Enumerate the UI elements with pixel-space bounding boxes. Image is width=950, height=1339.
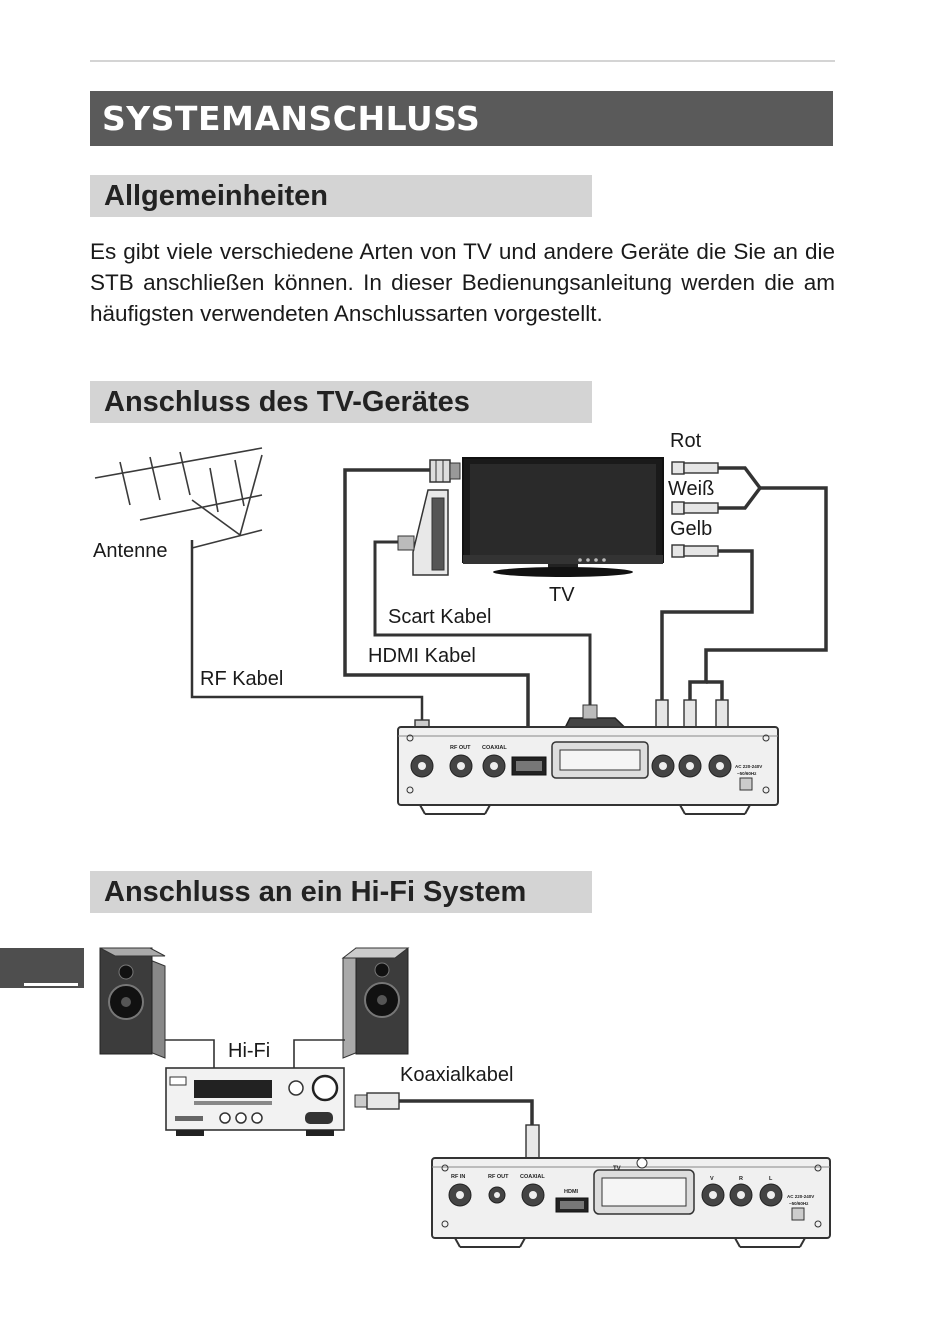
stb1-power-label: AC 220-240V: [735, 764, 762, 769]
section-heading-tv: Anschluss des TV-Gerätes: [90, 381, 592, 423]
stb2-tv-label: TV: [613, 1166, 621, 1172]
stb2-power-label: AC 220-240V: [787, 1194, 814, 1199]
stb2-l-label: L: [769, 1176, 773, 1182]
tv-icon: [462, 457, 664, 577]
set-top-box-rear-2: [431, 1157, 831, 1248]
scart-plug-tv: [397, 489, 449, 576]
rca-white-label: Weiß: [668, 478, 714, 500]
chapter-tab-line: [24, 983, 78, 986]
speaker-right-icon: [341, 947, 410, 1059]
stb2-r-label: R: [739, 1176, 743, 1182]
antenna-label: Antenne: [93, 540, 168, 562]
stb2-hdmi-label: HDMI: [564, 1189, 579, 1195]
speaker-wires: [165, 1039, 345, 1068]
set-top-box-rear: [397, 726, 779, 815]
hifi-connection-diagram: Hi-Fi Koaxialkabel: [99, 947, 831, 1248]
scart-cable-label: Scart Kabel: [388, 606, 491, 628]
stb2-freq-label: ~50/60Hz: [789, 1201, 809, 1206]
chapter-tab: [0, 948, 84, 988]
rca-yellow-label: Gelb: [670, 518, 712, 540]
stb2-rf-in-label: RF IN: [451, 1174, 465, 1180]
speaker-left-icon: [99, 947, 166, 1059]
hifi-amplifier-icon: [165, 1067, 345, 1136]
stb1-coaxial-label: COAXIAL: [482, 745, 507, 751]
stb1-freq-label: ~50/60Hz: [737, 771, 757, 776]
tv-connection-diagram: Antenne RF Kabel HDMI Kabel Scart Kabel …: [93, 430, 828, 815]
tv-label: TV: [549, 584, 575, 606]
section-heading-hifi: Anschluss an ein Hi-Fi System: [90, 871, 592, 913]
stb1-rf-out-label: RF OUT: [450, 745, 471, 751]
page-title: SYSTEMANSCHLUSS: [90, 91, 833, 146]
hdmi-cable: [343, 468, 530, 735]
rca-plugs-tv: [671, 461, 719, 558]
rf-cable: [190, 540, 424, 725]
hifi-label: Hi-Fi: [228, 1040, 270, 1062]
stb2-rf-out-label: RF OUT: [488, 1174, 509, 1180]
section-heading-general: Allgemeinheiten: [90, 175, 592, 217]
coax-cable-label: Koaxialkabel: [400, 1064, 513, 1086]
rf-cable-label: RF Kabel: [200, 668, 283, 690]
rca-red-label: Rot: [670, 430, 702, 452]
stb2-coaxial-label: COAXIAL: [520, 1174, 545, 1180]
coax-plug-amp: [354, 1092, 400, 1110]
coax-cable: [398, 1099, 534, 1130]
rca-cables: [660, 466, 828, 700]
top-rule: [90, 60, 835, 62]
hdmi-plug-tv: [429, 459, 461, 483]
antenna-icon: [94, 447, 263, 549]
scart-cable: [373, 540, 592, 712]
intro-paragraph: Es gibt viele verschiedene Arten von TV …: [90, 239, 835, 326]
stb2-v-label: V: [710, 1176, 714, 1182]
hdmi-cable-label: HDMI Kabel: [368, 645, 476, 667]
